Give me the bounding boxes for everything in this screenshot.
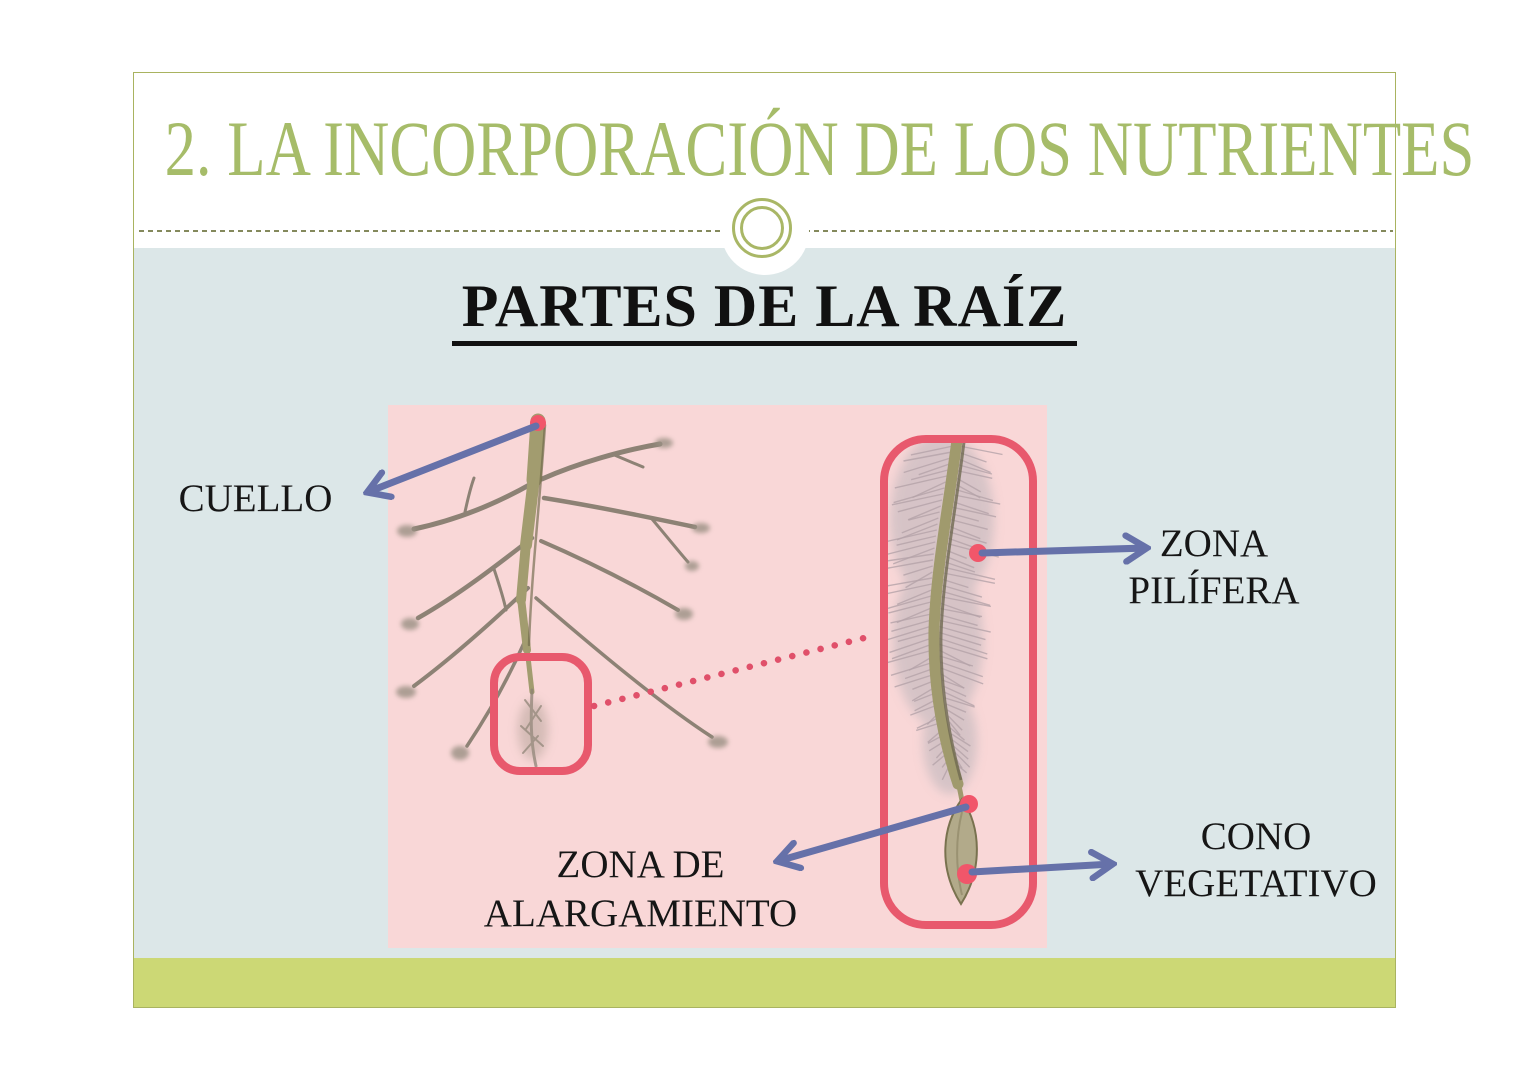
label-cono-vegetativo: CONO VEGETATIVO <box>1108 813 1404 907</box>
label-cuello: CUELLO <box>158 477 353 521</box>
bottom-accent-band <box>134 958 1395 1007</box>
circle-ornament-icon <box>721 187 809 275</box>
slide-title: 2. LA INCORPORACIÓN DE LOS NUTRIENTES <box>164 106 1475 193</box>
section-heading-wrap: PARTES DE LA RAÍZ <box>133 274 1396 346</box>
label-zona-pilifera-line2: PILÍFERA <box>1128 569 1300 612</box>
label-zona-pilifera-line1: ZONA <box>1159 522 1269 565</box>
label-zona-pilifera: ZONA PILÍFERA <box>1086 520 1342 614</box>
label-cono-vegetativo-line1: CONO <box>1200 815 1312 858</box>
ornament-outer-ring <box>732 198 792 258</box>
label-zona-alargamiento-line2: ALARGAMIENTO <box>483 892 798 935</box>
label-cuello-text: CUELLO <box>178 477 333 520</box>
ornament-inner-ring <box>740 206 784 250</box>
label-zona-alargamiento: ZONA DE ALARGAMIENTO <box>413 840 868 938</box>
label-zona-alargamiento-line1: ZONA DE <box>556 843 725 886</box>
section-heading: PARTES DE LA RAÍZ <box>451 274 1078 346</box>
label-cono-vegetativo-line2: VEGETATIVO <box>1135 862 1377 905</box>
